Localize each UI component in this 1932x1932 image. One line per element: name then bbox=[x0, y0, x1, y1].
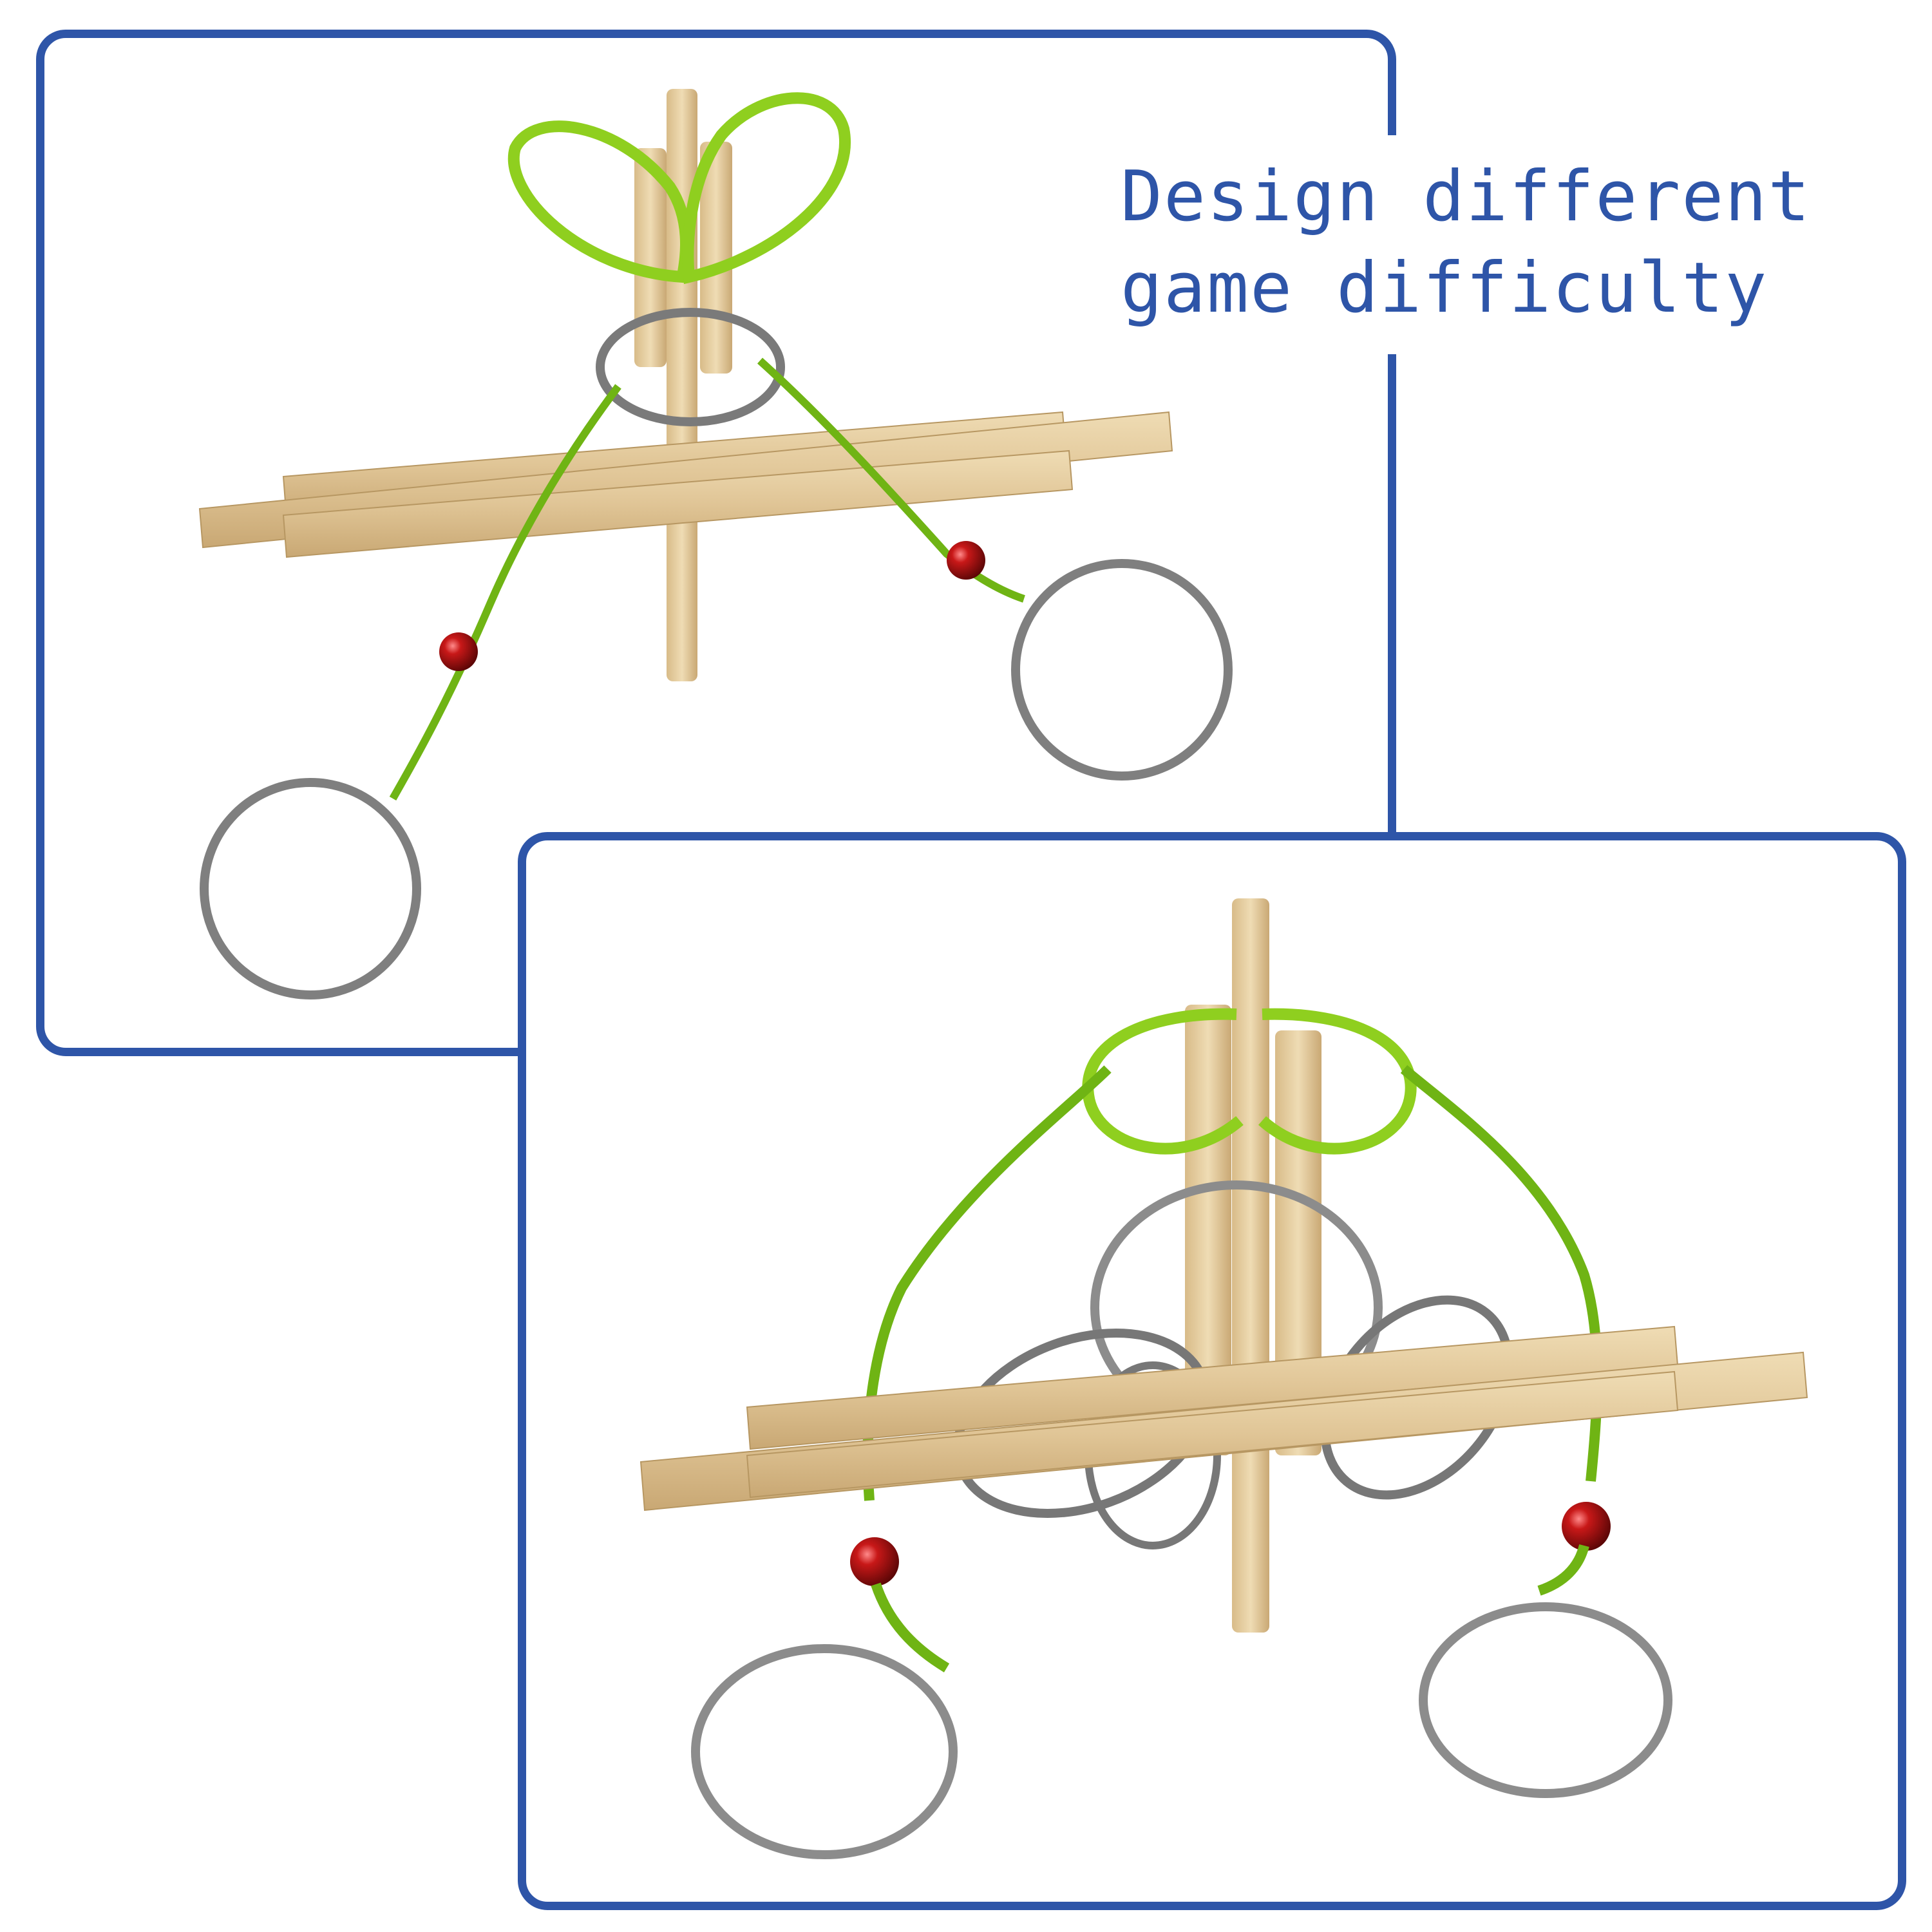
green-rope bbox=[1537, 1544, 1589, 1596]
bamboo-bar bbox=[746, 1370, 1679, 1499]
metal-ring bbox=[691, 1644, 958, 1859]
red-bead bbox=[850, 1537, 899, 1586]
green-rope bbox=[1258, 1008, 1417, 1155]
green-rope bbox=[871, 1582, 950, 1672]
green-rope bbox=[1082, 1008, 1244, 1155]
metal-ring bbox=[1320, 1295, 1513, 1500]
caption-line-1: Design different bbox=[1121, 156, 1812, 237]
green-rope bbox=[389, 384, 621, 800]
metal-ring bbox=[596, 308, 785, 426]
metal-ring bbox=[200, 778, 421, 999]
bamboo-stick bbox=[1185, 1005, 1231, 1455]
frame-border-gap bbox=[1378, 135, 1404, 354]
red-bead bbox=[1562, 1502, 1611, 1551]
metal-ring bbox=[1419, 1602, 1672, 1798]
red-bead bbox=[947, 541, 985, 580]
red-bead bbox=[439, 632, 478, 671]
caption-text: Design different game difficulty bbox=[1121, 151, 1829, 334]
caption-line-2: game difficulty bbox=[1121, 248, 1768, 328]
green-rope bbox=[682, 92, 851, 285]
bamboo-stick bbox=[667, 89, 697, 681]
metal-ring bbox=[1011, 559, 1233, 781]
green-rope bbox=[757, 357, 1025, 603]
